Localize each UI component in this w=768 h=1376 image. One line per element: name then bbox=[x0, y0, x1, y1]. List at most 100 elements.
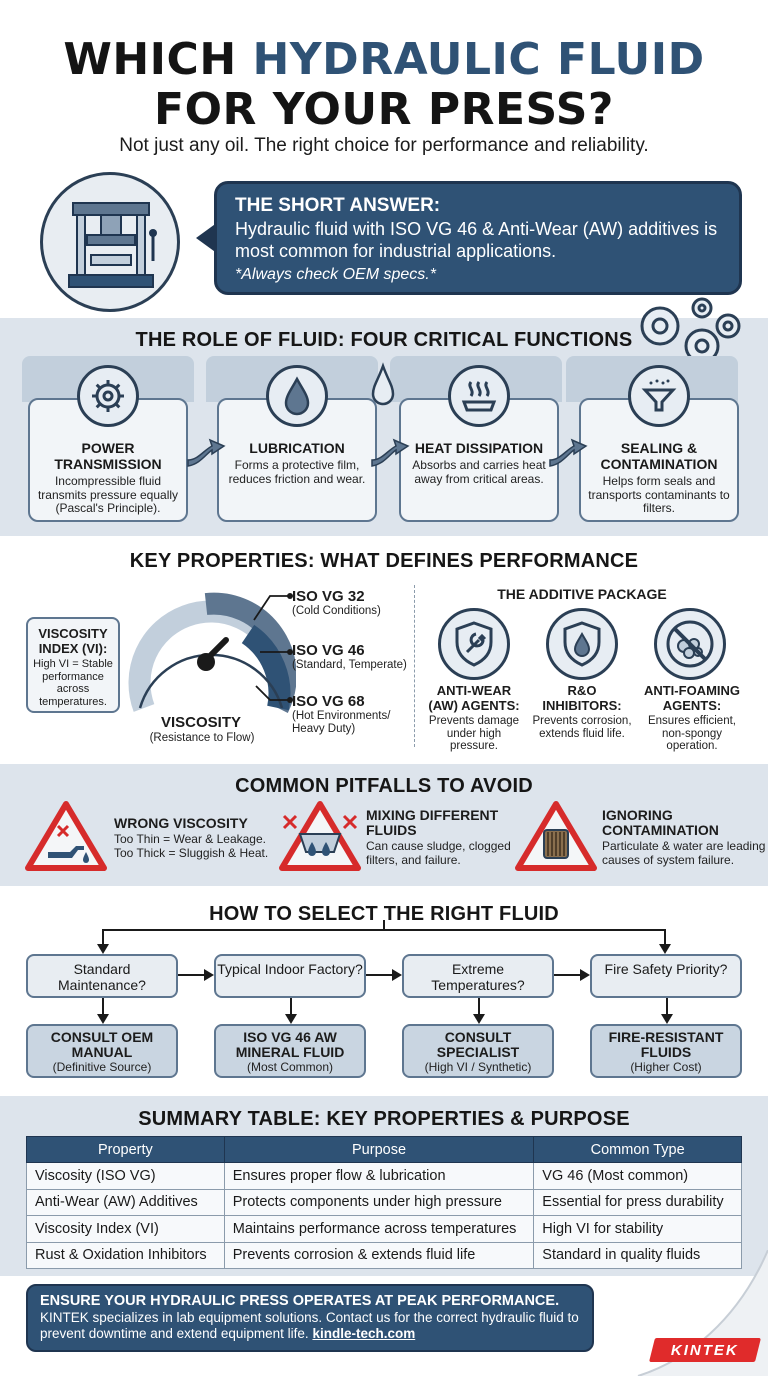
table-cell: Standard in quality fluids bbox=[533, 1241, 742, 1269]
answer-oem: CONSULT OEM MANUAL (Definitive Source) bbox=[26, 1024, 178, 1078]
table-cell: Protects components under high pressure bbox=[223, 1188, 535, 1216]
viscosity-sub: (Resistance to Flow) bbox=[149, 732, 255, 744]
summary-table: Property Purpose Common Type Viscosity (… bbox=[26, 1136, 742, 1269]
footer-text: KINTEK specializes in lab equipment solu… bbox=[40, 1310, 579, 1341]
table-row: Viscosity (ISO VG) Ensures proper flow &… bbox=[26, 1162, 742, 1190]
additive-text: Prevents corrosion, extends fluid life. bbox=[532, 715, 632, 740]
pitfall-contamination: IGNORING CONTAMINATION Particulate & wat… bbox=[602, 808, 766, 867]
additive-title: ANTI-FOAMING AGENTS: bbox=[643, 683, 741, 713]
additive-title: THE ADDITIVE PACKAGE bbox=[497, 586, 667, 602]
viscosity-gauge-icon bbox=[128, 592, 296, 713]
arrow-down-icon bbox=[473, 998, 485, 1024]
function-title: SEALING & CONTAMINATION bbox=[600, 440, 718, 472]
pitfalls-title: COMMON PITFALLS TO AVOID bbox=[235, 775, 533, 797]
pitfall-text: Too Thick = Sluggish & Heat. bbox=[114, 845, 269, 860]
grade-connectors bbox=[253, 593, 293, 703]
table-row: Rust & Oxidation Inhibitors Prevents cor… bbox=[26, 1241, 742, 1269]
table-cell: Viscosity Index (VI) bbox=[26, 1215, 225, 1243]
gears-icon bbox=[640, 297, 741, 364]
flow-line bbox=[102, 929, 104, 949]
answer-sub: (Most Common) bbox=[246, 1060, 333, 1074]
title-line2: FOR YOUR PRESS? bbox=[154, 84, 614, 135]
title-part2: HYDRAULIC FLUID bbox=[252, 34, 705, 85]
speech-tail bbox=[196, 222, 218, 254]
answer-title: CONSULT OEM MANUAL bbox=[50, 1029, 154, 1060]
function-text: Helps form seals and transports contamin… bbox=[588, 474, 730, 515]
table-header-row: Property Purpose Common Type bbox=[26, 1136, 742, 1163]
table-cell: Anti-Wear (AW) Additives bbox=[26, 1188, 225, 1216]
grade-sub: (Cold Conditions) bbox=[292, 605, 381, 617]
funnel-icon bbox=[628, 365, 690, 427]
arrow-down-icon bbox=[661, 998, 673, 1024]
grade-sub: (Hot Environments/ Heavy Duty) bbox=[292, 710, 391, 735]
pitfall-title: MIXING DIFFERENT FLUIDS bbox=[366, 807, 499, 838]
function-text: Incompressible fluid transmits pressure … bbox=[37, 474, 179, 515]
pitfalls-band bbox=[0, 764, 768, 886]
function-text: Forms a protective film, reduces frictio… bbox=[228, 458, 366, 486]
table-cell: VG 46 (Most common) bbox=[533, 1162, 742, 1190]
additive-text: Prevents damage under high pressure. bbox=[428, 715, 520, 752]
additive-text: Ensures efficient, non-spongy operation. bbox=[647, 715, 736, 752]
answer-sub: (High VI / Synthetic) bbox=[424, 1060, 532, 1074]
pitfall-title: WRONG VISCOSITY bbox=[114, 815, 248, 831]
function-text: Absorbs and carries heat away from criti… bbox=[412, 458, 546, 486]
shield-wrench-icon bbox=[438, 608, 510, 680]
question-fire: Fire Safety Priority? bbox=[590, 954, 742, 998]
answer-sub: (Definitive Source) bbox=[52, 1060, 152, 1074]
warning-viscosity-icon bbox=[25, 801, 107, 871]
additive-ro: R&O INHIBITORS: Prevents corrosion, exte… bbox=[530, 683, 634, 740]
flow-arrow-icon bbox=[549, 438, 588, 467]
shield-drop-icon bbox=[546, 608, 618, 680]
function-title: HEAT DISSIPATION bbox=[414, 440, 544, 456]
vi-title: VISCOSITY INDEX (VI): bbox=[38, 626, 108, 656]
table-cell: High VI for stability bbox=[533, 1215, 742, 1243]
short-answer-box: THE SHORT ANSWER: Hydraulic fluid with I… bbox=[214, 181, 742, 295]
arrow-right-icon bbox=[554, 969, 590, 981]
viscosity-label: VISCOSITY bbox=[160, 714, 242, 731]
kintek-logo: KINTEK bbox=[649, 1338, 761, 1362]
properties-title: KEY PROPERTIES: WHAT DEFINES PERFORMANCE bbox=[129, 550, 639, 572]
logo-text: KINTEK bbox=[671, 1341, 739, 1359]
question-standard: Standard Maintenance? bbox=[26, 954, 178, 998]
vi-text: High VI = Stable performance across temp… bbox=[33, 658, 113, 708]
header-type: Common Type bbox=[533, 1136, 742, 1163]
press-icon bbox=[40, 172, 180, 312]
select-title: HOW TO SELECT THE RIGHT FLUID bbox=[209, 903, 559, 925]
short-answer-note: *Always check OEM specs.* bbox=[235, 266, 436, 283]
answer-fire-resistant: FIRE-RESISTANT FLUIDS (Higher Cost) bbox=[590, 1024, 742, 1078]
grade-68: ISO VG 68 (Hot Environments/ Heavy Duty) bbox=[292, 693, 412, 736]
arrow-down-icon bbox=[97, 998, 109, 1024]
cross-icon bbox=[342, 814, 358, 830]
answer-title: ISO VG 46 AW MINERAL FLUID bbox=[235, 1029, 345, 1060]
table-cell: Rust & Oxidation Inhibitors bbox=[26, 1241, 225, 1269]
function-title: LUBRICATION bbox=[249, 440, 345, 456]
short-answer-heading: THE SHORT ANSWER: bbox=[235, 195, 441, 216]
footer-heading: ENSURE YOUR HYDRAULIC PRESS OPERATES AT … bbox=[40, 1293, 560, 1309]
cross-icon bbox=[282, 814, 298, 830]
pitfall-mixing: MIXING DIFFERENT FLUIDS Can cause sludge… bbox=[366, 808, 522, 867]
grade-label: ISO VG 68 bbox=[292, 693, 365, 710]
grade-label: ISO VG 46 bbox=[292, 642, 365, 659]
functions-title: THE ROLE OF FLUID: FOUR CRITICAL FUNCTIO… bbox=[135, 329, 633, 351]
question-extreme: Extreme Temperatures? bbox=[402, 954, 554, 998]
pitfall-text: Particulate & water are leading causes o… bbox=[602, 839, 766, 867]
answer-specialist: CONSULT SPECIALIST (High VI / Synthetic) bbox=[402, 1024, 554, 1078]
header-property: Property bbox=[26, 1136, 225, 1163]
no-foam-icon bbox=[654, 608, 726, 680]
title-part1: WHICH bbox=[63, 34, 237, 85]
header-purpose: Purpose bbox=[223, 1136, 535, 1163]
flow-line bbox=[664, 929, 666, 949]
pitfall-text: Can cause sludge, clogged filters, and f… bbox=[366, 839, 511, 867]
drip-icon bbox=[371, 362, 395, 406]
answer-sub: (Higher Cost) bbox=[630, 1060, 702, 1074]
additive-aw: ANTI-WEAR (AW) AGENTS: Prevents damage u… bbox=[422, 683, 526, 753]
pitfall-title: IGNORING CONTAMINATION bbox=[602, 807, 719, 838]
pitfall-text: Too Thin = Wear & Leakage. bbox=[114, 832, 266, 846]
additive-title: ANTI-WEAR (AW) AGENTS: bbox=[428, 683, 520, 713]
additive-af: ANTI-FOAMING AGENTS: Ensures efficient, … bbox=[636, 683, 748, 753]
table-cell: Essential for press durability bbox=[533, 1188, 742, 1216]
warning-mixing-icon bbox=[279, 801, 361, 871]
arrow-down-icon bbox=[97, 944, 109, 954]
grade-sub: (Standard, Temperate) bbox=[292, 659, 407, 671]
footer-link[interactable]: kindle-tech.com bbox=[312, 1326, 416, 1341]
